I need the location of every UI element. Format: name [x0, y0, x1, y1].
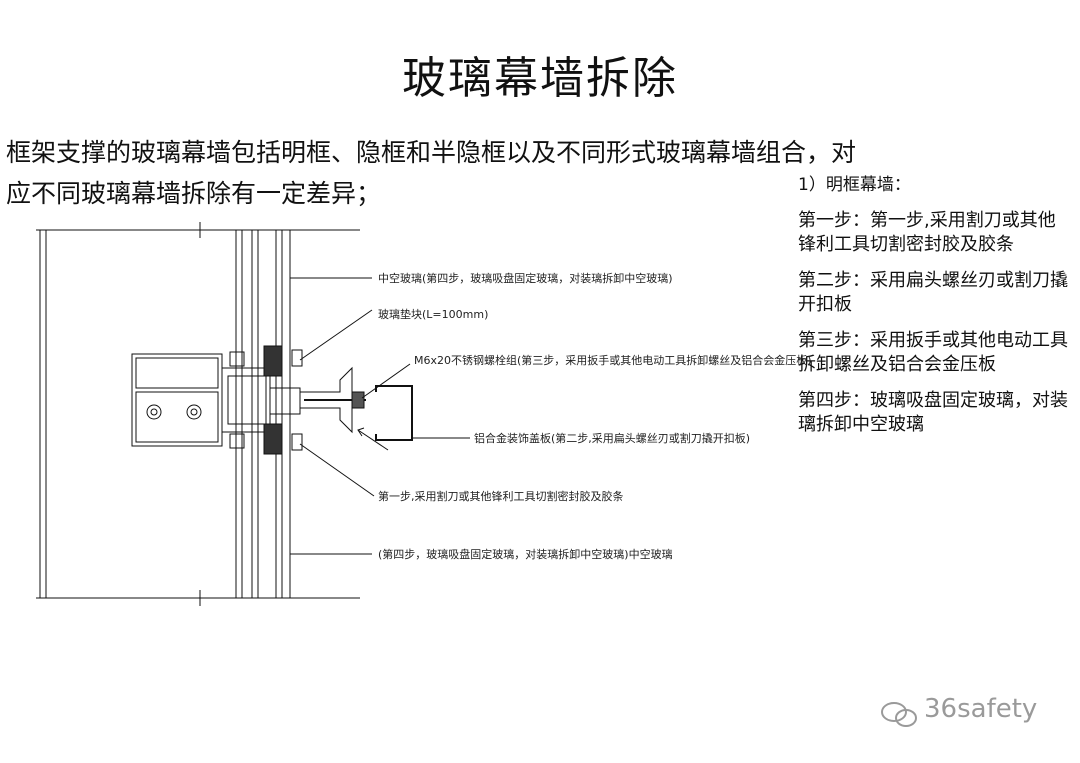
leader-bolt-group	[361, 363, 411, 399]
wechat-icon	[881, 702, 917, 727]
cover-plate	[375, 385, 413, 441]
leader-glass-pad	[299, 309, 373, 361]
label-hollow-glass-2: (第四步，玻璃吸盘固定玻璃，对装璃拆卸中空玻璃)中空玻璃	[378, 547, 673, 561]
step-4: 第四步：玻璃吸盘固定玻璃，对装璃拆卸中空玻璃	[798, 390, 1068, 435]
leader-step-one	[299, 443, 375, 497]
label-cover-plate: 铝合金装饰盖板(第二步,采用扁头螺丝刃或割刀撬开扣板)	[474, 431, 750, 445]
page-title: 玻璃幕墙拆除	[402, 53, 678, 104]
screw-hole	[146, 404, 162, 420]
intro-paragraph: 框架支撑的玻璃幕墙包括明框、隐框和半隐框以及不同形式玻璃幕墙组合，对应不同玻璃幕…	[6, 138, 857, 208]
label-hollow-glass: 中空玻璃(第四步，玻璃吸盘固定玻璃，对装璃拆卸中空玻璃)	[378, 271, 673, 285]
label-step-one: 第一步,采用割刀或其他锋利工具切割密封胶及胶条	[378, 489, 624, 503]
steps-panel: 1）明框幕墙： 第一步：第一步,采用割刀或其他锋利工具切割密封胶及胶条 第二步：…	[798, 170, 1073, 449]
step-1: 第一步：第一步,采用割刀或其他锋利工具切割密封胶及胶条	[798, 210, 1056, 255]
steps-heading: 1）明框幕墙：	[798, 175, 911, 195]
glass-pad-block	[263, 345, 283, 377]
label-glass-pad: 玻璃垫块(L=100mm)	[378, 307, 488, 321]
step-2: 第二步：采用扁头螺丝刃或割刀撬开扣板	[798, 270, 1068, 315]
pressure-plate	[299, 366, 353, 434]
label-bolt-group: M6x20不锈钢螺栓组(第三步，采用扳手或其他电动工具拆卸螺丝及铝合会金压板)	[414, 353, 812, 367]
watermark: 36safety	[924, 694, 1038, 724]
mullion-profile	[131, 353, 223, 447]
arrow	[357, 429, 389, 451]
step-3: 第三步：采用扳手或其他电动工具拆卸螺丝及铝合会金压板	[798, 330, 1068, 375]
